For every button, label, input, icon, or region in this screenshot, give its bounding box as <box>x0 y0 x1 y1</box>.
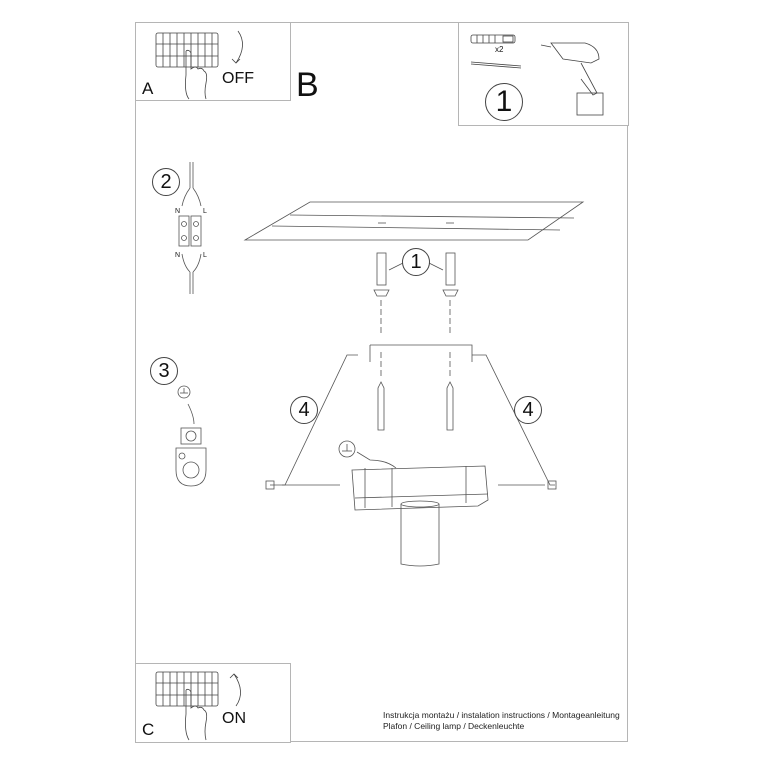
lamp-shade-cylinder <box>400 504 440 567</box>
circuit-breaker-off-icon <box>155 30 243 100</box>
wire-label-n-bottom: N <box>175 252 181 259</box>
drill-icon <box>540 42 604 116</box>
step-4-left-callout: 4 <box>290 396 318 424</box>
step-1-callout: 1 <box>402 248 430 276</box>
instruction-page <box>135 22 628 742</box>
wall-plug-left-icon <box>373 252 390 336</box>
wire-label-l-bottom: L <box>203 252 207 259</box>
circuit-breaker-on-icon <box>155 671 241 741</box>
step-4-right-callout: 4 <box>514 396 542 424</box>
panel-c-caption: ON <box>222 710 246 727</box>
footer-line-2: Plafon / Ceiling lamp / Deckenleuchte <box>383 721 525 731</box>
screw-left-icon <box>377 381 385 431</box>
ground-symbol-icon <box>177 385 191 399</box>
screw-icon <box>470 61 522 69</box>
footer-line-1: Instrukcja montażu / instalation instruc… <box>383 710 620 720</box>
wire-label-l-top: L <box>203 208 207 215</box>
footer-caption: Instrukcja montażu / instalation instruc… <box>383 710 620 732</box>
panel-c-power-on: C ON <box>135 663 291 743</box>
panel-c-letter: C <box>142 720 155 739</box>
step-3-number: 3 <box>150 357 178 385</box>
side-screw-right-icon <box>547 480 557 490</box>
step-1-number: 1 <box>485 83 523 121</box>
step-2-number: 2 <box>152 168 180 196</box>
ground-symbol-icon <box>338 440 356 458</box>
side-screw-left-icon <box>265 480 275 490</box>
mounting-bracket <box>369 344 473 362</box>
quantity-label: x2 <box>495 45 504 54</box>
panel-1-tools: x2 1 <box>458 22 629 126</box>
screw-right-icon <box>446 381 454 431</box>
ceiling-surface <box>243 201 585 241</box>
panel-a-caption: OFF <box>222 70 254 87</box>
panel-a-power-off: A OFF <box>135 22 291 101</box>
section-b-letter: B <box>296 66 319 104</box>
lamp-base <box>351 465 489 511</box>
panel-a-letter: A <box>142 79 154 98</box>
wire-label-n-top: N <box>175 208 181 215</box>
wall-plug-icon <box>470 34 516 44</box>
wall-plug-right-icon <box>442 252 459 336</box>
tools-icon-group <box>470 34 604 116</box>
